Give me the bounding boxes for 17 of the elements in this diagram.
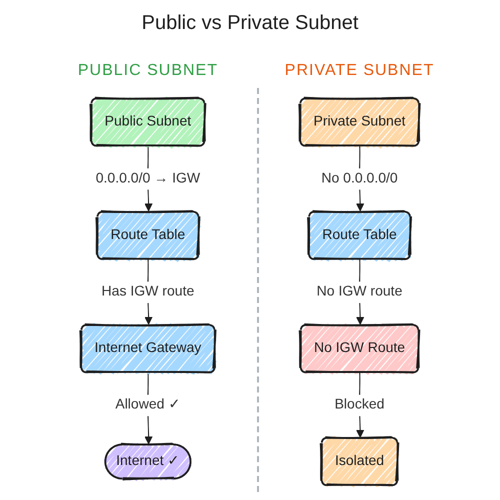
edge-label: Has IGW route (102, 283, 194, 300)
column-heading: PRIVATE SUBNET (284, 62, 434, 80)
node-text: Route Table (110, 226, 186, 243)
node-text: Internet ✓ (116, 452, 180, 469)
node-text: Public Subnet (104, 113, 192, 130)
column-heading: PUBLIC SUBNET (78, 62, 218, 80)
node-text: Route Table (322, 226, 397, 243)
node-text: Internet Gateway (94, 340, 202, 356)
node-text: Isolated (334, 452, 384, 469)
diagram-title: Public vs Private Subnet (142, 12, 358, 34)
edge-label: 0.0.0.0/0 → IGW (96, 170, 200, 186)
edge-label: No IGW route (316, 283, 402, 300)
edge-label: Allowed ✓ (115, 396, 180, 412)
edge-label: Blocked (334, 396, 384, 412)
edge-label: No 0.0.0.0/0 (321, 170, 398, 186)
node-text: No IGW Route (314, 340, 406, 356)
node-text: Private Subnet (314, 113, 406, 130)
